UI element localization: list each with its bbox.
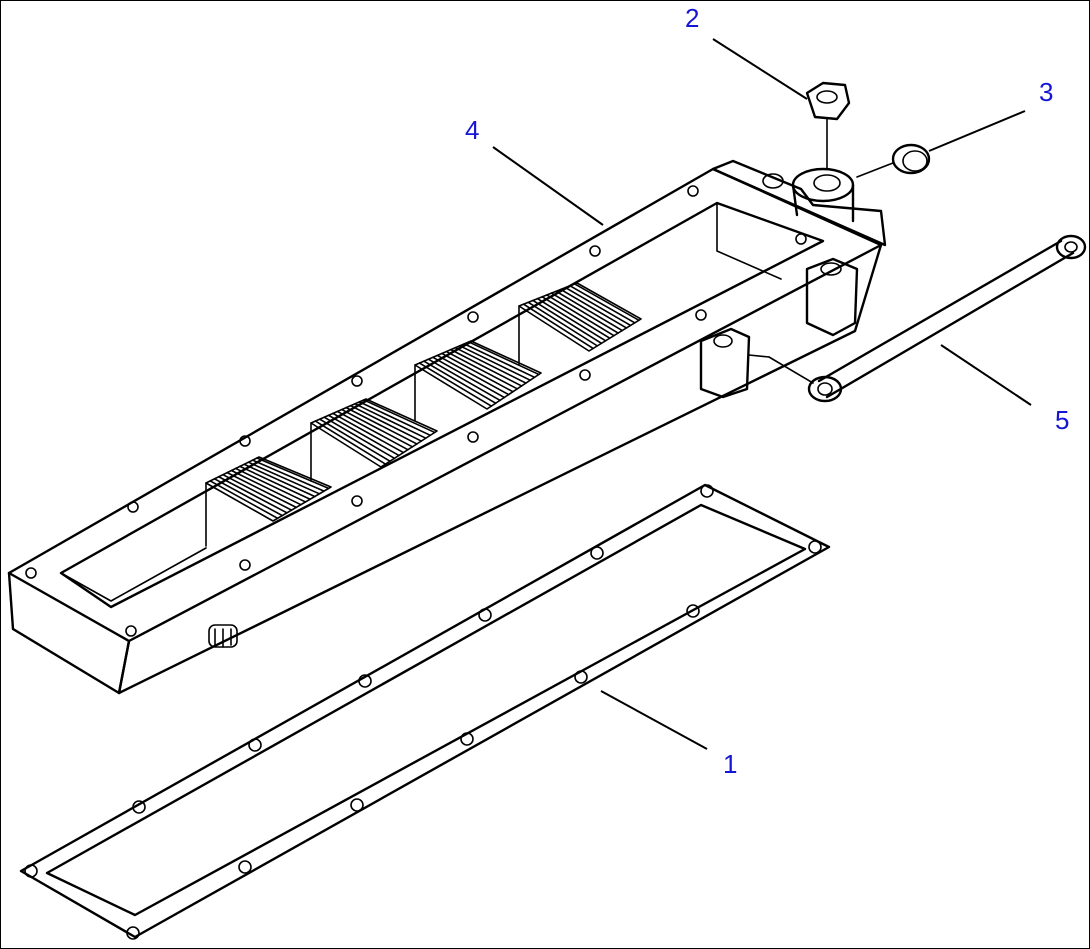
core-fin xyxy=(349,404,423,442)
core-fin xyxy=(458,344,532,382)
core-fin xyxy=(256,457,330,490)
bolt-hole xyxy=(351,375,363,387)
core-fin xyxy=(243,463,316,498)
core-fin xyxy=(418,362,493,407)
gasket-hole xyxy=(590,546,604,560)
tube xyxy=(768,234,1087,403)
gasket-hole xyxy=(574,670,588,684)
bolt-hole xyxy=(239,559,251,571)
core-fin xyxy=(436,354,510,396)
core-fin xyxy=(432,356,506,399)
core-fin xyxy=(358,401,432,437)
core-fin xyxy=(345,406,418,445)
bolt-hole xyxy=(467,431,479,443)
core-fin xyxy=(327,414,400,457)
bolt-hole xyxy=(127,501,139,513)
bolt-hole xyxy=(239,435,251,447)
bolt-hole xyxy=(695,309,707,321)
core-fin xyxy=(555,290,624,332)
bolt-hole xyxy=(795,233,807,245)
callout-5: 5 xyxy=(1055,405,1070,435)
gasket-hole xyxy=(126,926,140,940)
core-fin xyxy=(564,286,632,327)
core-fin xyxy=(239,465,311,501)
core-fin xyxy=(209,480,279,520)
gasket-hole xyxy=(478,608,492,622)
gasket-hole xyxy=(686,604,700,618)
gasket-hole xyxy=(238,860,252,874)
core-fin xyxy=(536,297,607,342)
core-fin xyxy=(427,358,501,402)
leader-lines xyxy=(492,38,1032,750)
core-fin xyxy=(550,292,619,334)
gasket-hole xyxy=(700,484,714,498)
gasket-hole xyxy=(132,800,146,814)
plug xyxy=(805,81,851,170)
callout-1: 1 xyxy=(723,749,738,779)
core-fin xyxy=(559,288,628,329)
core-fin xyxy=(217,475,288,514)
core-fin xyxy=(546,294,615,337)
core-fin xyxy=(532,299,603,345)
bolt-hole xyxy=(579,369,591,381)
bolt-hole xyxy=(351,495,363,507)
core-fin xyxy=(362,399,436,434)
core-fin xyxy=(441,352,514,393)
seal-cap xyxy=(856,143,931,178)
gasket-hole xyxy=(358,674,372,688)
gasket-hole xyxy=(808,540,822,554)
core-fin xyxy=(230,469,302,506)
core-fin xyxy=(340,408,414,448)
core-fin xyxy=(445,350,519,390)
aftercooler-housing xyxy=(7,159,887,695)
core-fin xyxy=(332,412,405,454)
callout-2: 2 xyxy=(685,3,700,33)
core-fin xyxy=(522,303,594,350)
core-fin xyxy=(423,360,497,405)
gasket-hole xyxy=(350,798,364,812)
gasket-hole xyxy=(24,864,38,878)
core-fin xyxy=(569,284,636,324)
bolt-hole xyxy=(687,185,699,197)
core-fin xyxy=(226,471,298,509)
core-fin xyxy=(463,343,536,379)
bolt-hole xyxy=(125,625,137,637)
core-fin xyxy=(318,418,391,463)
core-fin xyxy=(527,301,599,347)
bolt-holes xyxy=(25,185,807,637)
callout-4: 4 xyxy=(465,115,480,145)
bolt-hole xyxy=(467,311,479,323)
core-fin xyxy=(234,467,307,503)
gasket-hole xyxy=(248,738,262,752)
cooler-core xyxy=(205,282,642,522)
bolt-hole xyxy=(589,245,601,257)
core-fin xyxy=(573,283,640,322)
core-fin xyxy=(541,295,611,340)
gasket-hole xyxy=(460,732,474,746)
callout-3: 3 xyxy=(1039,77,1054,107)
core-fin xyxy=(450,348,523,387)
core-fin xyxy=(247,461,321,495)
core-fin xyxy=(454,346,527,384)
core-fin xyxy=(222,473,293,511)
core-fin xyxy=(336,410,409,451)
core-fin xyxy=(354,402,427,440)
gasket xyxy=(19,483,831,940)
core-fin xyxy=(213,478,284,517)
core-fin xyxy=(314,420,387,465)
bolt-hole xyxy=(25,567,37,579)
core-fin xyxy=(323,416,396,460)
core-fin xyxy=(467,341,540,376)
core-fin xyxy=(251,459,325,492)
